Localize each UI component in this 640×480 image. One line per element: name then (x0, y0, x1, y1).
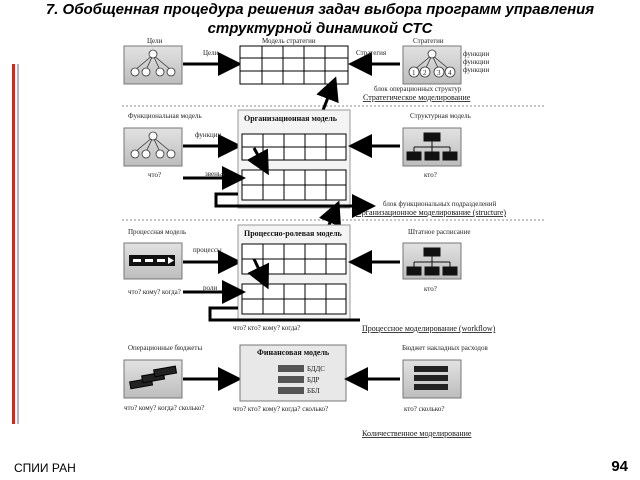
strategy-side-label-2: функции (463, 58, 490, 66)
arrow-process-loop (208, 306, 360, 322)
overhead-question: кто? сколько? (404, 405, 445, 413)
arrow-processes-label: процессы (193, 246, 222, 254)
org-modeling-caption: Организационное моделирование (structure… (356, 208, 506, 217)
strategy-model-label: Модель стратегии (262, 37, 316, 45)
staff-question: кто? (424, 285, 437, 293)
staff-schedule-label: Штатное расписание (408, 228, 470, 236)
slide-title: 7. Обобщенная процедура решения задач вы… (45, 1, 595, 37)
staff-chart-icon (406, 247, 458, 276)
roles-label: роли (203, 284, 217, 292)
process-model-label: Процессная модель (128, 228, 186, 236)
strategy-model-table (239, 45, 349, 85)
strategies-box-label: Стратегии (413, 37, 444, 45)
row-financial: Операционные бюджеты что? кому? когда? с… (123, 344, 488, 438)
overhead-stack-icon (414, 366, 448, 390)
functional-question: что? (148, 171, 161, 179)
operational-structures-note: блок операционных структур (374, 85, 462, 93)
node-number-2: 2 (423, 69, 427, 77)
row-organization: Функциональная модель функции что? Орган… (122, 109, 546, 221)
structural-question: кто? (424, 171, 437, 179)
links-label: звенья (205, 170, 225, 178)
budget-label-bdds: БДДС (307, 365, 325, 373)
page-number: 94 (611, 458, 628, 475)
row-strategy: Цели Цели Модель стратегии Стратегия Стр… (122, 37, 546, 107)
functional-tree-icon (130, 131, 176, 159)
financial-model-title: Финансовая модель (257, 348, 330, 357)
process-bottom-question: что? кто? кому? когда? (233, 324, 301, 332)
structural-model-label: Структурная модель (410, 112, 471, 120)
func-units-note: блок функциональных подразделений (383, 200, 496, 208)
process-role-table-lower (241, 283, 347, 315)
arrow-strategy-label: Стратегия (356, 49, 387, 57)
budgets-question: что? кому? когда? сколько? (124, 404, 205, 412)
financial-question: что? кто? кому? когда? сколько? (233, 405, 328, 413)
row-process: Процессная модель процессы что? кому? ко… (123, 224, 496, 333)
org-model-title: Организационная модель (244, 114, 338, 123)
arrow-to-func-block (214, 192, 376, 218)
overhead-budget-label: Бюджет накладных расходов (402, 344, 488, 352)
quantitative-modeling-caption: Количественное моделирование (362, 429, 472, 438)
strategic-modeling-caption: Стратегическое моделирование (363, 93, 471, 102)
goals-tree-icon (130, 49, 176, 77)
process-role-title: Процессно-ролевая модель (244, 229, 343, 238)
org-chart-icon (406, 132, 458, 161)
strategies-tree-icon (408, 49, 456, 78)
budget-bars (278, 365, 304, 394)
process-diagram: Цели Цели Модель стратегии Стратегия Стр… (122, 37, 546, 438)
arrow-org-internal (246, 147, 269, 176)
goals-box-label: Цели (147, 37, 163, 45)
budget-label-bdr: БДР (307, 376, 320, 384)
process-question: что? кому? когда? (128, 288, 181, 296)
strategy-side-label-3: функции (463, 66, 490, 74)
strategy-side-label-1: функции (463, 50, 490, 58)
node-number-4: 4 (448, 69, 452, 77)
arrow-process-internal (247, 258, 270, 290)
accent-bar-red (12, 64, 15, 424)
operational-budgets-label: Операционные бюджеты (128, 344, 202, 352)
functional-model-label: Функциональная модель (128, 112, 202, 120)
node-number-1: 1 (412, 69, 416, 77)
node-number-3: 3 (437, 69, 441, 77)
budget-label-bbl: ББЛ (307, 387, 320, 395)
budget-stack-icon (129, 365, 178, 390)
arrow-goals-label: Цели (203, 49, 219, 57)
org-model-table-lower (241, 169, 347, 201)
footer-org: СПИИ РАН (14, 461, 76, 475)
accent-bar-blue (17, 64, 19, 424)
arrow-functions-label: функции (195, 131, 222, 139)
process-modeling-caption: Процессное моделирование (workflow) (362, 324, 496, 333)
process-flow-icon (129, 255, 175, 266)
